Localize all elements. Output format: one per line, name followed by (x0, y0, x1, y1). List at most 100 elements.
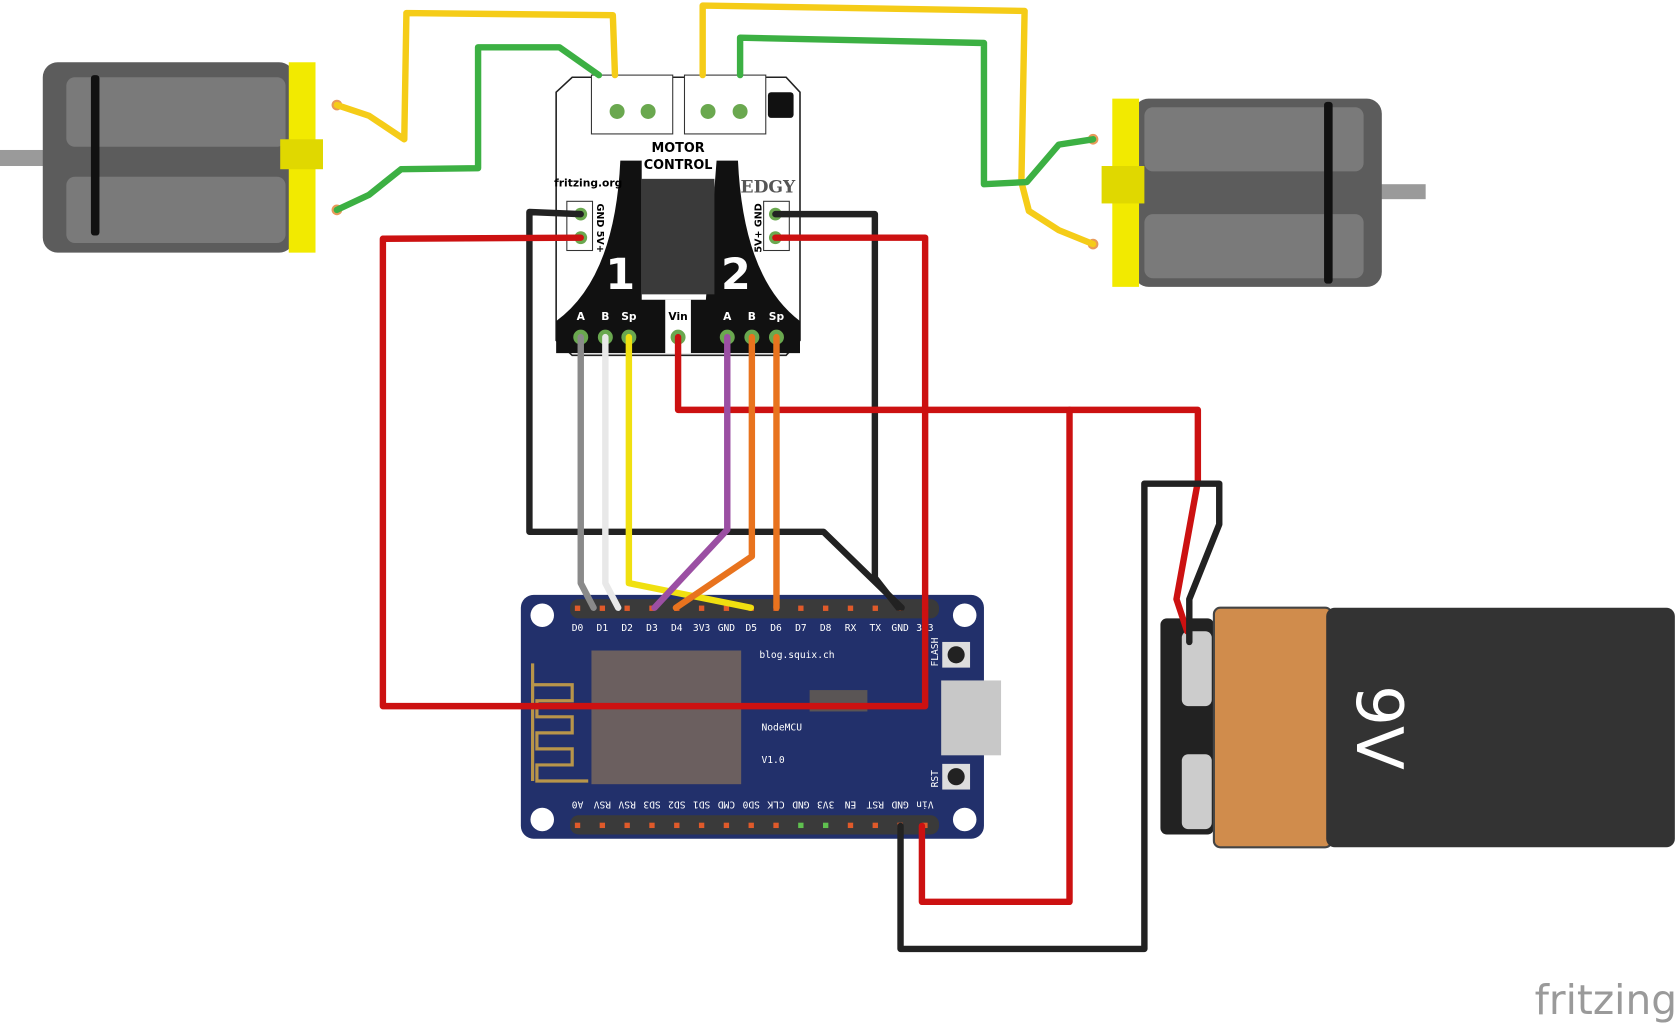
dc-motor-right (1087, 98, 1426, 287)
board-title-line2: CONTROL (644, 158, 713, 173)
pin-label-top: D7 (795, 623, 807, 634)
motor-shaft (0, 149, 49, 167)
pin-label-top: D3 (646, 623, 658, 634)
board-site-label: fritzing.org (554, 176, 622, 189)
header-pin-bottom[interactable] (698, 822, 705, 829)
fritzing-logo: fritzing (1535, 976, 1677, 1024)
nodemcu-name: NodeMCU (761, 723, 802, 734)
wire-red-nodemcu-vin[interactable] (918, 406, 1073, 906)
antenna (531, 663, 589, 783)
pin-label-top: D6 (770, 623, 782, 634)
battery-terminal-positive (1181, 631, 1212, 707)
pin-label-bottom: SD1 (693, 798, 711, 809)
pin-label-bottom: GND (792, 798, 810, 809)
pin-label-top: GND (718, 623, 736, 634)
header-pin-top[interactable] (798, 605, 804, 611)
flash-button[interactable] (947, 646, 965, 664)
header-pin-bottom[interactable] (822, 822, 829, 829)
header-pin-top[interactable] (574, 605, 581, 611)
header-pin-bottom[interactable] (773, 822, 779, 829)
pin-label-top: D8 (820, 623, 832, 634)
header-pin-bottom[interactable] (574, 822, 581, 829)
battery-label: 9V (1341, 685, 1416, 770)
battery-9v: 9V (1160, 606, 1675, 849)
wire-black-gnd-right[interactable] (772, 210, 902, 611)
pin-label-bottom: 3V3 (817, 798, 835, 809)
wire-black-gnd-left[interactable] (526, 208, 905, 611)
pin-label-bottom: CLK (767, 798, 785, 809)
wire-grey-a1[interactable] (577, 333, 597, 611)
usb-port (941, 680, 1002, 756)
header-pin-bottom[interactable] (872, 822, 878, 829)
header-pin-bottom[interactable] (674, 822, 680, 829)
wire-yellow-sp1[interactable] (625, 333, 755, 611)
pin-label-bottom: RSV (618, 798, 636, 809)
wire-red-vin[interactable] (674, 333, 1202, 635)
wires (333, 2, 1223, 953)
pin-label-bottom: SD3 (643, 798, 661, 809)
wire-green-motor2[interactable] (736, 34, 1097, 188)
header-pin-top[interactable] (599, 605, 606, 611)
header-pin-bottom[interactable] (748, 822, 754, 829)
pin-label-top: D1 (597, 623, 609, 634)
motor-control-board: MOTOR CONTROL fritzing.org EDGY GND 5V+ … (554, 74, 801, 357)
wire-orange-b2[interactable] (672, 333, 756, 611)
left-power-label: GND 5V+ (594, 203, 605, 252)
header-pin-top[interactable] (822, 605, 829, 611)
header-pin-bottom[interactable] (847, 822, 854, 829)
header-pin-top[interactable] (872, 605, 878, 611)
nodemcu-site-label: blog.squix.ch (759, 650, 834, 661)
pin-label-bottom: RST (866, 798, 884, 809)
header-pin-top[interactable] (624, 605, 630, 611)
board-title-line1: MOTOR (651, 141, 704, 156)
pin-label-top: D0 (572, 623, 584, 634)
header-pin-bottom[interactable] (649, 822, 655, 829)
esp-module (591, 650, 742, 785)
board-pin-label: Vin (668, 310, 687, 323)
pin-label-top: GND (891, 623, 909, 634)
header-pin-bottom[interactable] (723, 822, 730, 829)
pin-label-bottom: EN (844, 798, 856, 809)
wire-white-b1[interactable] (602, 333, 622, 611)
pin-label-bottom: GND (891, 798, 909, 809)
pin-label-bottom: CMD (718, 798, 736, 809)
fritzing-logo-icon (767, 92, 794, 118)
header-pin-bottom[interactable] (599, 822, 606, 829)
motor-shaft (1374, 184, 1426, 200)
flash-label: FLASH (930, 637, 941, 666)
header-pin-top[interactable] (847, 605, 854, 611)
pin-label-top: TX (870, 623, 882, 634)
wire-red-5v-left[interactable] (379, 234, 929, 710)
channel-1-label: 1 (605, 250, 635, 300)
header-pin-bottom[interactable] (624, 822, 630, 829)
board-pin-label: B (748, 310, 756, 323)
pin-label-bottom: A0 (572, 798, 584, 809)
rst-button[interactable] (947, 768, 965, 786)
pin-label-bottom: SD0 (742, 798, 760, 809)
battery-terminal-negative (1181, 754, 1212, 830)
header-pin-bottom[interactable] (798, 822, 804, 829)
pin-label-top: 3V3 (693, 623, 711, 634)
header-pin-top[interactable] (723, 605, 730, 611)
board-pin-label: A (723, 310, 732, 323)
pin-label-top: D5 (745, 623, 757, 634)
motor1-terminal (590, 74, 674, 135)
board-pin-label: B (601, 310, 609, 323)
header-pin-top[interactable] (698, 605, 705, 611)
channel-2-label: 2 (721, 250, 751, 300)
board-pin-label: A (577, 310, 586, 323)
wire-black-battery-gnd[interactable] (897, 480, 1223, 953)
board-pin-label: Sp (769, 310, 785, 323)
pin-label-top: D4 (671, 623, 683, 634)
wire-yellow-motor1[interactable] (333, 9, 619, 143)
wire-red-5v-right[interactable] (772, 234, 929, 611)
board-brand-label: EDGY (741, 178, 796, 198)
wire-purple-a2[interactable] (651, 333, 731, 611)
pin-label-bottom: Vin (916, 798, 933, 809)
wire-green-motor1[interactable] (333, 44, 603, 214)
pin-label-bottom: SD2 (668, 798, 685, 809)
pin-label-top: D2 (621, 623, 633, 634)
